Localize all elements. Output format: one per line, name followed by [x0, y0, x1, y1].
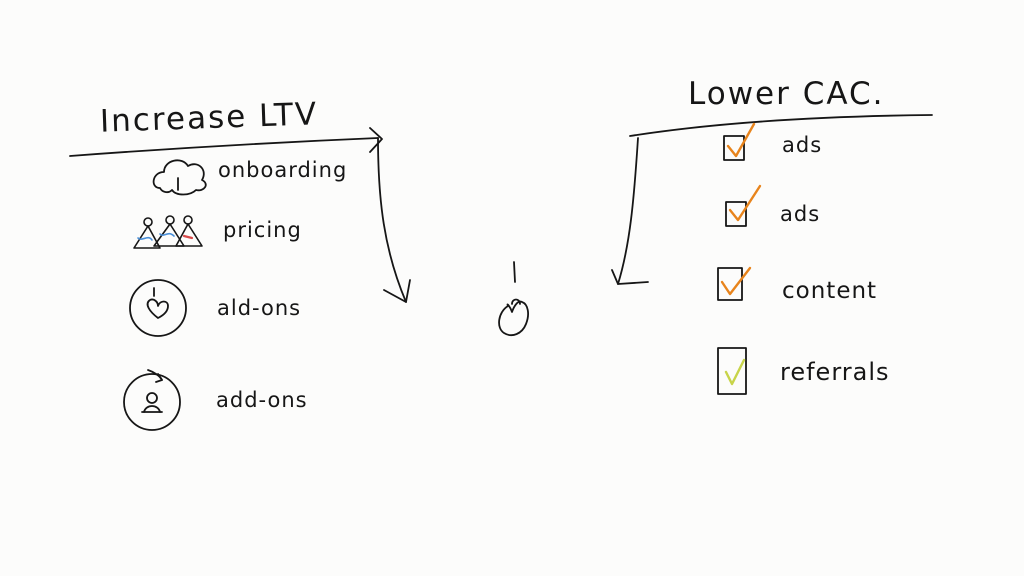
- left-item-pricing: pricing: [223, 218, 302, 242]
- left-underline: [69, 137, 379, 157]
- left-underline-arrowhead: [369, 127, 383, 153]
- checkbox-checked-icon-3: [717, 266, 752, 301]
- bag-icon: [498, 261, 529, 337]
- right-item-ads-2: ads: [780, 202, 821, 226]
- left-flow-arrowhead: [383, 279, 411, 303]
- checkbox-checked-icon-2: [725, 184, 762, 227]
- heart-circle-icon: [129, 279, 187, 337]
- left-flow-arrow: [377, 137, 407, 303]
- left-item-add-ons: add-ons: [216, 388, 308, 412]
- right-flow-arrowhead: [611, 269, 649, 285]
- checkbox-checked-icon-1: [723, 122, 756, 161]
- left-title: Increase LTV: [99, 96, 319, 140]
- person-circle-icon: [123, 369, 181, 431]
- right-underline: [629, 114, 933, 137]
- right-item-referrals: referrals: [780, 358, 890, 386]
- left-item-ald-ons: ald-ons: [217, 296, 302, 320]
- people-triangles-icon: [133, 215, 203, 249]
- right-title: Lower CAC.: [688, 76, 885, 112]
- left-item-onboarding: onboarding: [218, 158, 348, 182]
- right-item-content: content: [782, 278, 878, 304]
- right-flow-arrow: [617, 137, 639, 285]
- cloud-icon: [152, 159, 207, 196]
- right-item-ads-1: ads: [782, 133, 823, 157]
- checkbox-checked-icon-4: [717, 347, 747, 395]
